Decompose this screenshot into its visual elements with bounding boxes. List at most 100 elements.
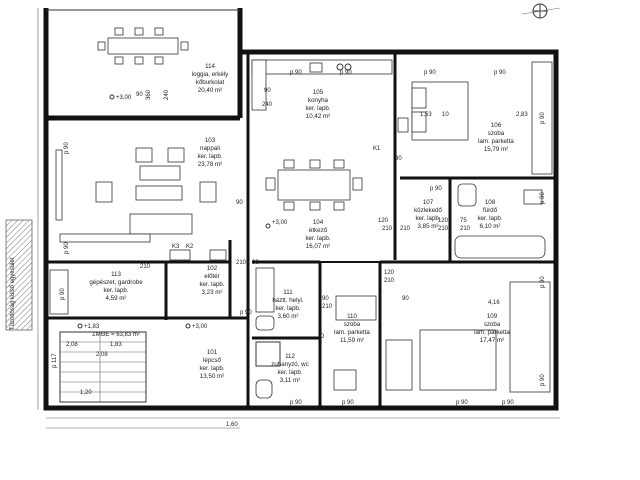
svg-text:ker. lapb.: ker. lapb.: [199, 365, 224, 372]
svg-text:ker. lapb.: ker. lapb.: [197, 153, 222, 160]
svg-text:75: 75: [460, 218, 467, 224]
svg-text:+3,00: +3,00: [272, 220, 288, 226]
svg-text:ker. lapb.: ker. lapb.: [305, 235, 330, 242]
svg-text:lam. parketta: lam. parketta: [478, 138, 514, 145]
svg-text:szoba: szoba: [344, 321, 361, 328]
svg-text:6,10 m²: 6,10 m²: [480, 223, 501, 230]
svg-text:90: 90: [264, 88, 271, 94]
level-marker: +3,00: [185, 323, 208, 330]
door-d-label: D: [320, 334, 325, 340]
svg-text:p 90: p 90: [494, 70, 506, 76]
svg-text:+1,83: +1,83: [84, 324, 100, 330]
svg-text:nappali: nappali: [200, 145, 220, 152]
svg-text:90: 90: [322, 296, 329, 302]
svg-text:20,40 m²: 20,40 m²: [198, 87, 222, 94]
svg-text:3,23 m²: 3,23 m²: [202, 289, 223, 296]
living-furniture: [55, 147, 217, 243]
chimney-k2-label: K2: [186, 244, 194, 250]
svg-text:104: 104: [313, 219, 324, 226]
svg-text:15,79 m²: 15,79 m²: [484, 146, 508, 153]
svg-text:p 90: p 90: [456, 400, 468, 406]
bed-106: [397, 61, 553, 175]
dining-table: [265, 159, 363, 211]
svg-text:p 90: p 90: [240, 310, 252, 316]
svg-text:2,08: 2,08: [96, 352, 108, 358]
svg-text:lépcső: lépcső: [203, 357, 221, 364]
svg-text:p 90: p 90: [424, 70, 436, 76]
svg-text:3,11 m²: 3,11 m²: [280, 377, 301, 384]
svg-text:p 90: p 90: [64, 242, 70, 254]
svg-text:11,59 m²: 11,59 m²: [340, 337, 364, 344]
svg-text:13,50 m²: 13,50 m²: [200, 373, 224, 380]
svg-text:zuhanyzó, wc: zuhanyzó, wc: [271, 361, 309, 368]
side-label: Tűzoltóság külső egyesület: [10, 257, 16, 330]
loggia-table: [97, 27, 189, 65]
svg-text:2,83: 2,83: [516, 112, 528, 118]
svg-text:106: 106: [491, 122, 502, 129]
svg-text:110: 110: [347, 313, 357, 320]
svg-text:1,53: 1,53: [420, 112, 432, 118]
svg-text:210: 210: [322, 304, 333, 310]
svg-text:90: 90: [236, 200, 243, 206]
svg-text:p 90: p 90: [540, 192, 546, 204]
svg-text:ker. lapb.: ker. lapb.: [277, 369, 302, 376]
svg-text:p 90: p 90: [342, 400, 354, 406]
svg-text:ker. lapb.: ker. lapb.: [103, 287, 128, 294]
svg-text:112: 112: [285, 353, 295, 360]
svg-text:+3,00: +3,00: [192, 324, 208, 330]
svg-text:10: 10: [442, 112, 449, 118]
svg-text:210: 210: [384, 278, 395, 284]
bedroom-furniture: [333, 281, 551, 393]
svg-text:lam. parketta: lam. parketta: [474, 329, 510, 336]
svg-text:111: 111: [283, 289, 293, 296]
wet-rooms: [255, 267, 281, 399]
svg-text:103: 103: [205, 137, 216, 144]
svg-text:210: 210: [236, 260, 247, 266]
chimney-k3-label: K3: [172, 244, 180, 250]
svg-text:lam. parketta: lam. parketta: [334, 329, 370, 336]
svg-text:10,42 m²: 10,42 m²: [306, 113, 330, 120]
svg-text:+3,00: +3,00: [116, 95, 132, 101]
svg-text:3,85 m²: 3,85 m²: [418, 223, 439, 230]
svg-text:p 90: p 90: [540, 112, 546, 124]
svg-text:p 90: p 90: [430, 186, 442, 192]
svg-text:101: 101: [207, 349, 218, 356]
svg-text:90: 90: [252, 260, 259, 266]
svg-text:210: 210: [382, 226, 393, 232]
level-marker: +1,83: [77, 323, 100, 330]
dimension-labels: 90 360 240 90 240 1,53 10 2,83 90 210 12…: [66, 88, 528, 428]
svg-text:210: 210: [460, 226, 471, 232]
svg-text:p 90: p 90: [290, 400, 302, 406]
svg-text:240: 240: [262, 102, 273, 108]
svg-text:23,78 m²: 23,78 m²: [198, 161, 222, 168]
svg-text:108: 108: [485, 199, 496, 206]
svg-text:p 90: p 90: [64, 142, 70, 154]
svg-text:120: 120: [438, 218, 449, 224]
svg-text:p 90: p 90: [290, 70, 302, 76]
svg-text:120: 120: [384, 270, 395, 276]
svg-text:ker. lapb.: ker. lapb.: [415, 215, 440, 222]
window-labels: p 90 p 90 p 90 p 90 p 90 p 90 p 90 p 90 …: [52, 70, 546, 406]
svg-text:120: 120: [378, 218, 389, 224]
svg-text:113: 113: [111, 271, 121, 278]
svg-text:1,60: 1,60: [226, 422, 238, 428]
svg-text:konyha: konyha: [308, 97, 329, 104]
side-facade: Tűzoltóság külső egyesület: [5, 219, 33, 331]
svg-text:114: 114: [205, 63, 215, 70]
svg-text:ker. lapb.: ker. lapb.: [275, 305, 300, 312]
svg-text:p 90: p 90: [540, 374, 546, 386]
svg-text:109: 109: [487, 313, 498, 320]
svg-text:ker. lapb.: ker. lapb.: [477, 215, 502, 222]
outer-walls: [37, 8, 560, 429]
svg-text:gépészet, gardrobe: gépészet, gardrobe: [89, 279, 143, 286]
